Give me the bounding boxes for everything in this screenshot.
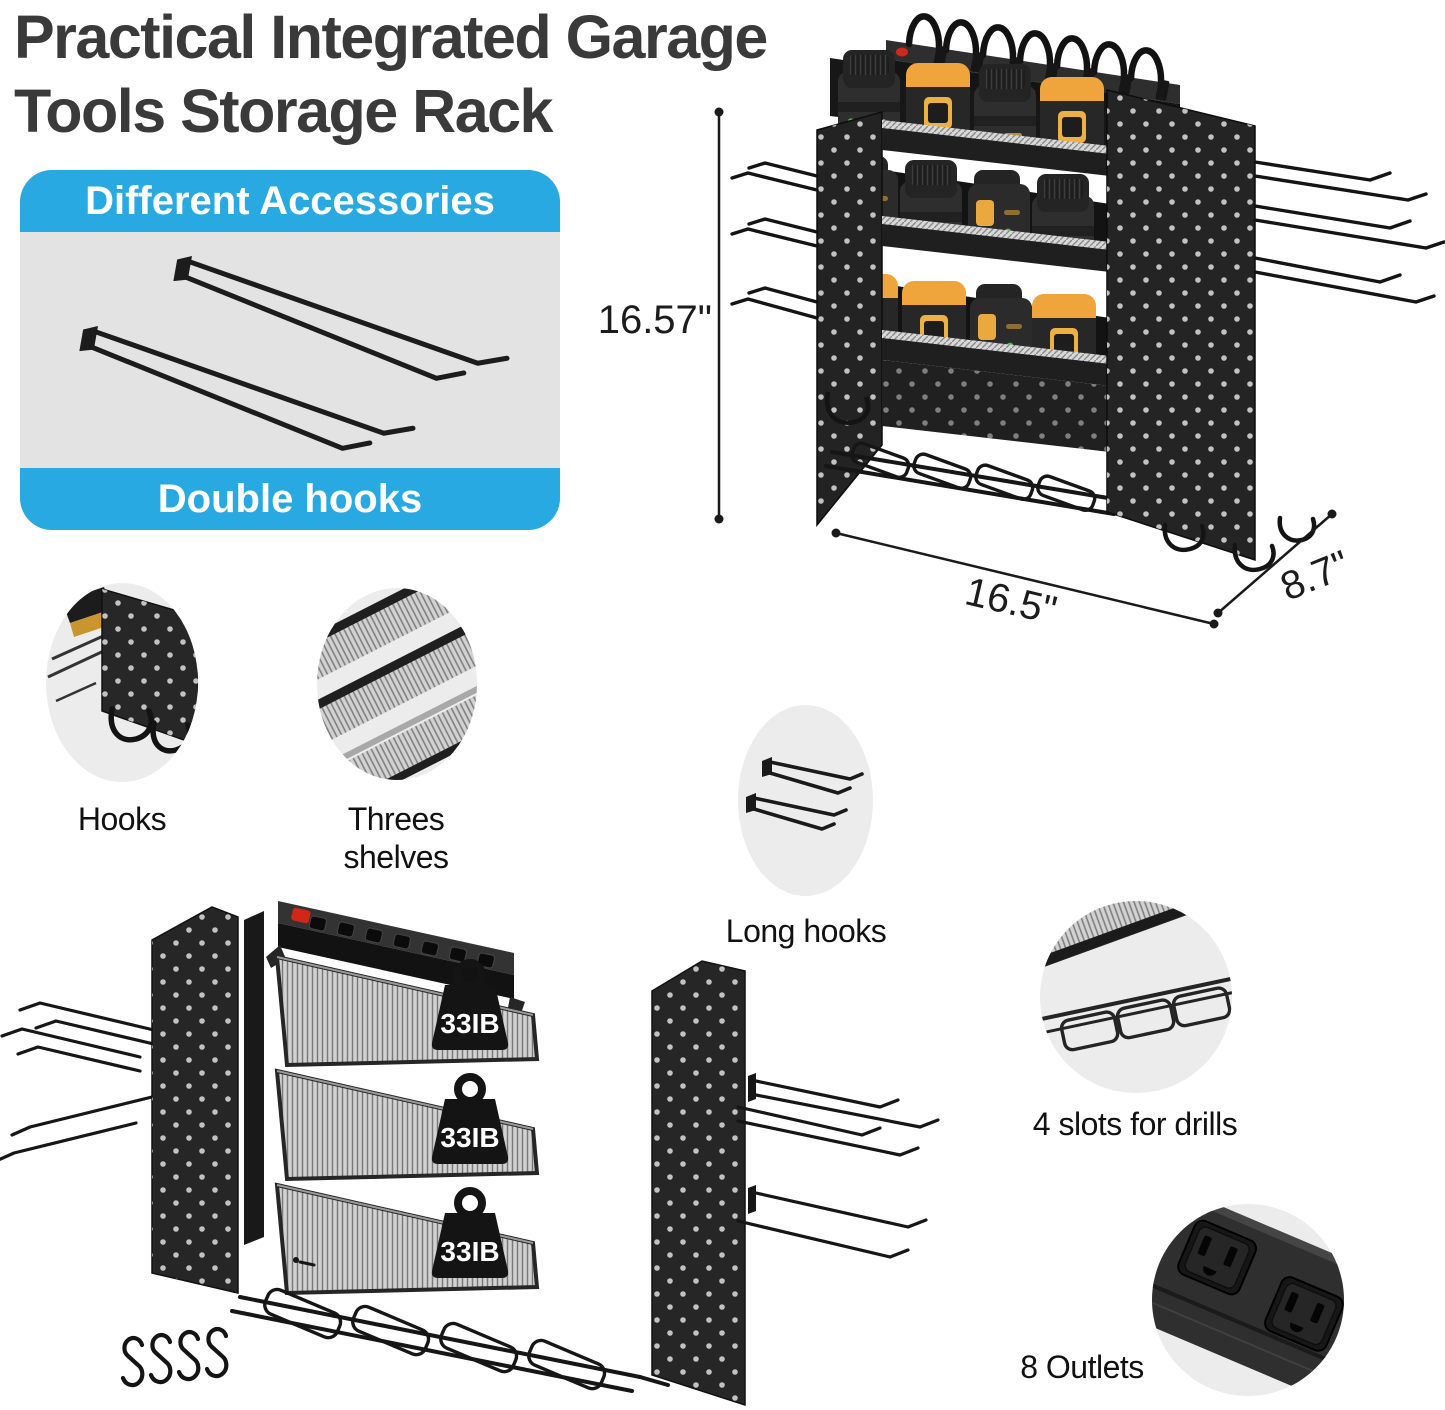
double-hook-1 [173,256,510,381]
shelves-closeup-icon [317,588,477,780]
side-hooks-right [1253,160,1445,304]
height-dimension: 16.57" [598,107,724,524]
shelf-front-rails [882,120,1110,452]
exploded-right-pegboard [651,960,746,1407]
weight-capacity-badge-3: 33IB [431,1187,509,1278]
page-title-line-2: Tools Storage Rack [14,77,553,145]
drill-slot-rack [824,441,1122,516]
strip-switch-icon [291,907,311,924]
exploded-left-hooks [0,1001,166,1161]
right-pegboard-panel [1106,89,1256,562]
weight-capacity-label-2: 33IB [440,1122,499,1153]
feature-drill-slots-label: 4 slots for drills [1032,1106,1238,1142]
side-hooks-left [730,161,819,320]
weight-capacity-badge-2: 33IB [431,1073,509,1164]
accessories-panel: Different Accessories Double hooks [20,170,560,530]
feature-drill-slots [1040,901,1232,1093]
accessories-bottom-banner: Double hooks [20,468,560,530]
exploded-drill-rack [230,1257,670,1393]
feature-outlets-label: 8 Outlets [1020,1349,1144,1385]
accessories-top-banner: Different Accessories [20,170,560,232]
exploded-view-illustration: 33IB 33IB 33IB [0,901,940,1407]
feature-hooks-label: Hooks [77,801,167,837]
outlet-socket-icon [1264,1276,1344,1352]
weight-capacity-label-1: 33IB [440,1008,499,1039]
exploded-left-pegboard [151,906,264,1294]
power-switch-icon [896,47,908,57]
center-divider-panel [244,911,264,1245]
left-pegboard-panel [816,111,883,528]
drill-slots-closeup-icon [1040,901,1232,1052]
feature-long-hooks [738,705,873,896]
feature-three-shelves [317,588,477,780]
weight-capacity-label-3: 33IB [440,1236,499,1267]
feature-three-shelves-label: Threes shelves [343,801,450,875]
weight-capacity-badge-1: 33IB [431,959,509,1050]
hooks-closeup-icon [47,587,198,754]
main-rack-illustration: 16.57" 16.5" 8.7" [598,13,1445,634]
double-hook-2 [79,326,416,451]
feature-long-hooks-label: Long hooks [725,913,887,949]
exploded-right-hooks [736,1073,940,1259]
wing-j-hook-icon [824,391,871,425]
page-title: Practical Integrated Garage Tools Storag… [14,0,768,148]
width-dimension: 16.5" [831,528,1219,634]
depth-dimension: 8.7" [1213,509,1356,618]
s-hooks [120,1326,229,1388]
height-dimension-label: 16.57" [598,298,712,342]
width-dimension-label: 16.5" [961,570,1061,634]
double-hooks-icon [79,256,510,451]
long-hooks-closeup-icon [746,757,864,831]
outlet-socket-icon [1177,1219,1258,1296]
page-title-line-1: Practical Integrated Garage [14,3,768,71]
feature-hooks [46,583,198,782]
